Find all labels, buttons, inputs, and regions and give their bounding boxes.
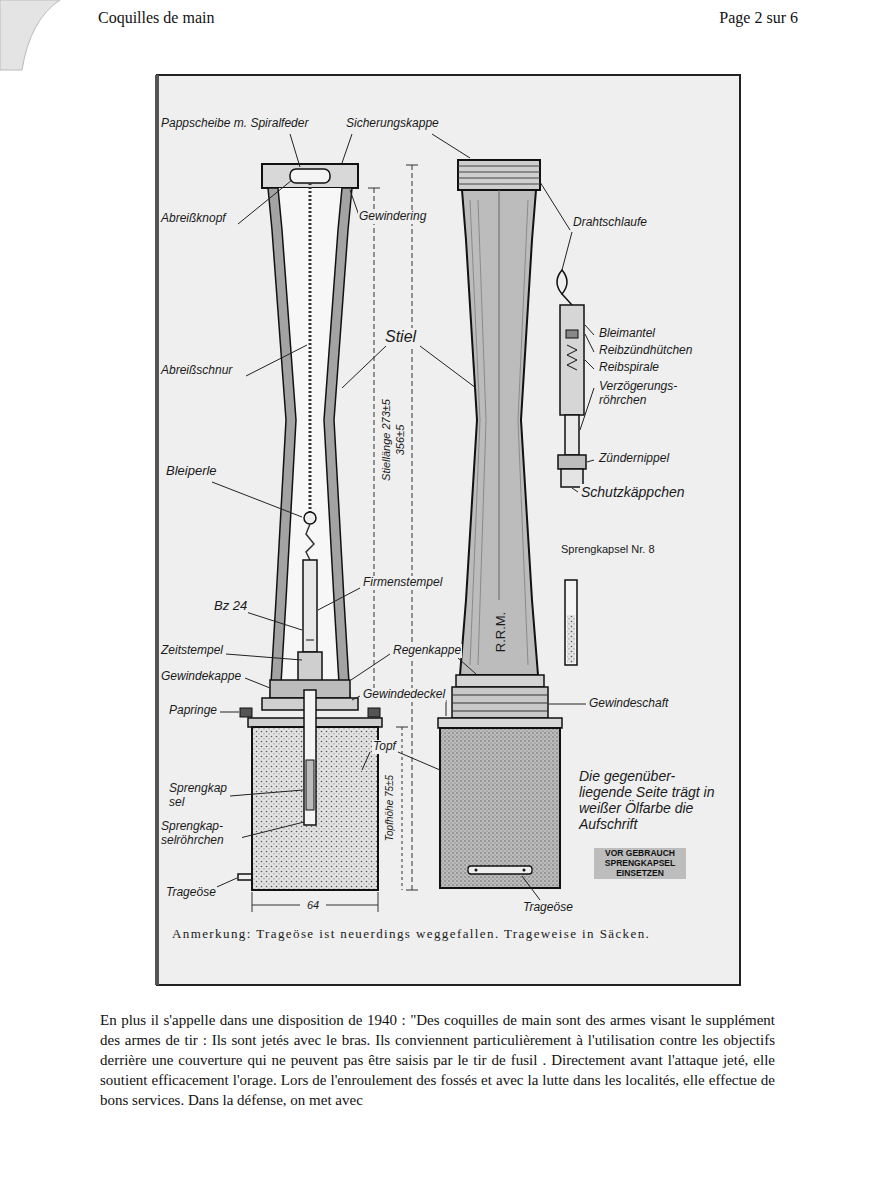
page-number: Page 2 sur 6 <box>719 8 798 27</box>
note-label: Die gegenüber- liegende Seite trägt in w… <box>578 768 730 832</box>
part-label: Zündernippel <box>598 452 670 466</box>
part-label: Bleiperle <box>165 464 218 479</box>
part-label: Bz 24 <box>213 599 248 614</box>
part-label: Abreißschnur <box>160 364 233 378</box>
part-label: Sprengkapsel Nr. 8 <box>560 543 656 555</box>
part-label: Sicherungskappe <box>345 117 440 131</box>
dimension-label: 64 <box>306 899 320 912</box>
part-label: Schutzkäppchen <box>580 484 686 500</box>
part-label: Trageöse <box>165 886 217 900</box>
part-label: Trageöse <box>522 901 574 915</box>
part-label: Stiel <box>384 328 417 346</box>
figure-note: Anmerkung: Trageöse ist neuerdings wegge… <box>170 926 652 942</box>
part-label: Reibspirale <box>598 361 660 375</box>
part-label: Zeitstempel <box>160 644 224 658</box>
part-label: Sprengkap- selröhrchen <box>160 820 242 848</box>
part-label: Verzögerungs- röhrchen <box>598 380 705 408</box>
part-label: Bleimantel <box>598 327 656 341</box>
dimension-label: 356±5 <box>394 424 407 457</box>
part-label: Firmenstempel <box>362 576 443 590</box>
part-label: Papringe <box>168 704 218 718</box>
part-label: Gewindering <box>358 210 427 224</box>
part-label: Gewindekappe <box>160 670 242 684</box>
part-label: Pappscheibe m. Spiralfeder <box>160 117 309 131</box>
dimension-label: Stiellänge 273±5 <box>380 398 393 482</box>
part-label: Regenkappe <box>392 644 462 658</box>
body-paragraph: En plus il s'appelle dans une dispositio… <box>100 1010 775 1110</box>
part-label: Topf <box>372 740 397 754</box>
dimension-label: Topfhöhe 75±5 <box>384 774 396 842</box>
part-label: Sprengkap sel <box>168 782 230 810</box>
part-label: Drahtschlaufe <box>572 216 648 230</box>
part-label: Reibzündhütchen <box>598 344 693 358</box>
part-label: Abreißknopf <box>160 212 227 226</box>
stick-marking: R.R.M. <box>493 611 508 653</box>
part-label: Gewindedeckel <box>362 688 446 702</box>
running-header: Coquilles de main <box>98 8 214 27</box>
part-label: Gewindeschaft <box>588 697 669 711</box>
stencil-inscription: VOR GEBRAUCH SPRENGKAPSEL EINSETZEN <box>594 848 686 879</box>
